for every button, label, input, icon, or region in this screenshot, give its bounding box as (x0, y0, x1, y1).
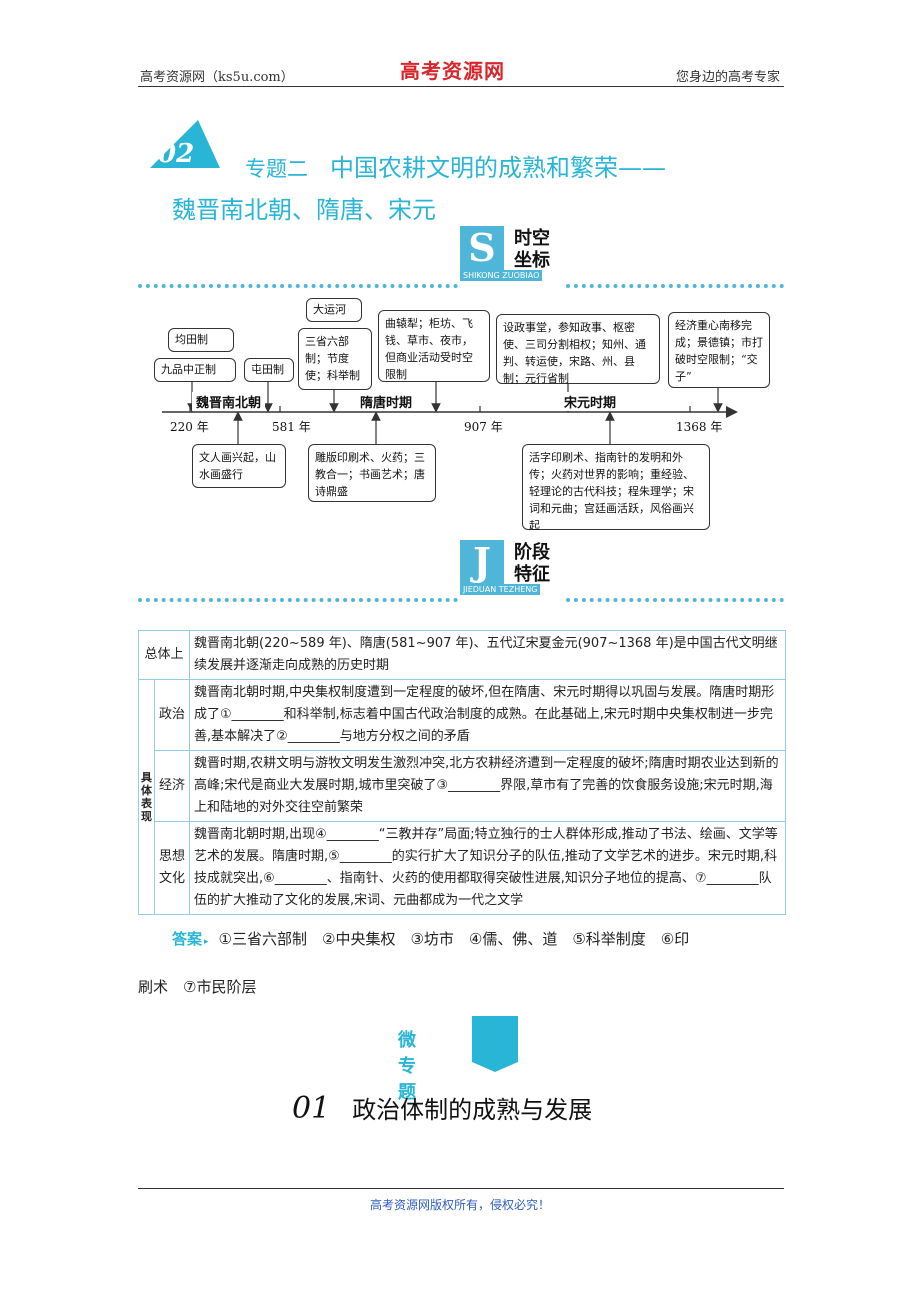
era-label-suitang: 隋唐时期 (356, 392, 417, 411)
flag-icon (472, 1016, 518, 1072)
features-table: 总体上 魏晋南北朝(220~589 年)、隋唐(581~907 年)、五代辽宋夏… (138, 630, 786, 915)
timeline-box-tang-culture: 雕版印刷术、火药；三教合一；书画艺术；唐诗鼎盛 (308, 444, 436, 502)
subsection-title: 01 政治体制的成熟与发展 (292, 1090, 592, 1126)
answers-text-1: ①三省六部制 ②中央集权 ③坊市 ④儒、佛、道 ⑤科举制度 ⑥印 (218, 930, 690, 948)
header-divider (138, 86, 784, 87)
year-label-220: 220 年 (170, 420, 209, 434)
timeline-box-tuntian: 屯田制 (244, 358, 294, 382)
dotted-divider-right-2 (566, 598, 784, 602)
chapter-title-line1: 中国农耕文明的成熟和繁荣—— (330, 154, 666, 182)
year-label-581: 581 年 (272, 420, 311, 434)
year-label-907: 907 年 (464, 420, 503, 434)
row-text-politics: 魏晋南北朝时期,中央集权制度遭到一定程度的破坏,但在隋唐、宋元时期得以巩固与发展… (189, 679, 786, 751)
overall-label: 总体上 (138, 630, 190, 680)
section-j-subtitle: JIEDUAN TEZHENG (460, 584, 541, 595)
section-s-subtitle: SHIKONG ZUOBIAO (460, 270, 543, 281)
era-label-songyuan: 宋元时期 (560, 392, 621, 411)
table-row: 总体上 魏晋南北朝(220~589 年)、隋唐(581~907 年)、五代辽宋夏… (138, 630, 786, 680)
row-text-economy: 魏晋时期,农耕文明与游牧文明发生激烈冲突,北方农耕经济遭到一定程度的破坏;隋唐时… (189, 750, 786, 822)
chapter-tag: 专题二 (245, 157, 308, 181)
header-slogan: 您身边的高考专家 (676, 70, 781, 85)
chapter-badge-number: 02 (158, 139, 194, 168)
section-j-letter-icon: J (460, 540, 504, 584)
table-row: 思想文化 魏晋南北朝时期,出现④________“三教并存”局面;特立独行的士人… (139, 821, 786, 915)
dotted-divider-left-2 (138, 598, 458, 602)
timeline-box-weijin-culture: 文人画兴起，山水画盛行 (192, 444, 286, 488)
answers-line2: 刷术 ⑦市民阶层 (138, 978, 257, 996)
timeline-box-land-system: 均田制 (168, 328, 234, 352)
row-label-economy: 经济 (154, 750, 190, 822)
footer-copyright: 高考资源网版权所有，侵权必究！ (369, 1198, 550, 1212)
era-label-weijin: 魏晋南北朝 (192, 392, 266, 411)
chapter-title-line2: 魏晋南北朝、隋唐、宋元 (172, 196, 436, 224)
timeline-box-nine-rank: 九品中正制 (154, 358, 236, 382)
micro-topic-label: 微专题 (398, 1030, 416, 1103)
timeline-box-tang-economy: 曲辕犁；柜坊、飞钱、草市、夜市，但商业活动受时空限制 (378, 310, 490, 382)
section-j-title-2: 特征 (514, 564, 550, 585)
header-site-name: 高考资源网（ks5u.com） (140, 70, 294, 85)
footer-divider (138, 1188, 784, 1189)
section-j-title-1: 阶段 (514, 542, 550, 563)
answers-line1: 答案▸ ①三省六部制 ②中央集权 ③坊市 ④儒、佛、道 ⑤科举制度 ⑥印 (172, 928, 689, 949)
overall-text: 魏晋南北朝(220~589 年)、隋唐(581~907 年)、五代辽宋夏金元(9… (189, 630, 786, 680)
section-s-title-1: 时空 (514, 228, 550, 249)
timeline-box-song-economy: 经济重心南移完成；景德镇；市打破时空限制；“交子” (668, 312, 770, 388)
timeline-box-song-politics: 设政事堂，参知政事、枢密使、三司分割相权；知州、通判、转运使，宋路、州、县制；元… (496, 314, 660, 385)
row-text-culture: 魏晋南北朝时期,出现④________“三教并存”局面;特立独行的士人群体形成,… (189, 821, 786, 915)
specific-label: 具体表现 (138, 679, 155, 915)
year-label-1368: 1368 年 (676, 420, 723, 434)
section-s-title-2: 坐标 (514, 250, 550, 271)
timeline-box-grand-canal: 大运河 (306, 298, 362, 322)
header-logo: 高考资源网 (400, 59, 505, 83)
section-s-title: 时空 坐标 (514, 228, 550, 272)
subsection-number: 01 (292, 1091, 331, 1126)
dotted-divider-left (138, 284, 458, 288)
row-label-politics: 政治 (154, 679, 190, 751)
timeline-box-sui-politics: 三省六部制；节度使；科举制 (298, 328, 372, 390)
chapter-badge: 02 (150, 120, 220, 168)
section-s-letter-icon: S (460, 226, 504, 270)
answers-arrow-icon: ▸ (204, 937, 209, 947)
section-j-title: 阶段 特征 (514, 542, 550, 586)
row-label-culture: 思想文化 (154, 821, 190, 915)
table-row: 具体表现 政治 魏晋南北朝时期,中央集权制度遭到一定程度的破坏,但在隋唐、宋元时… (138, 679, 786, 915)
table-row: 经济 魏晋时期,农耕文明与游牧文明发生激烈冲突,北方农耕经济遭到一定程度的破坏;… (139, 750, 786, 822)
dotted-divider-right (566, 284, 784, 288)
section-j-header: J JIEDUAN TEZHENG (460, 540, 541, 595)
answers-tag: 答案 (172, 930, 203, 948)
subsection-text: 政治体制的成熟与发展 (352, 1096, 593, 1124)
section-s-header: S SHIKONG ZUOBIAO (460, 226, 543, 281)
timeline-box-song-culture: 活字印刷术、指南针的发明和外传；火药对世界的影响；重经验、轻理论的古代科技；程朱… (522, 444, 710, 532)
chapter-title: 专题二中国农耕文明的成熟和繁荣—— (245, 148, 666, 183)
